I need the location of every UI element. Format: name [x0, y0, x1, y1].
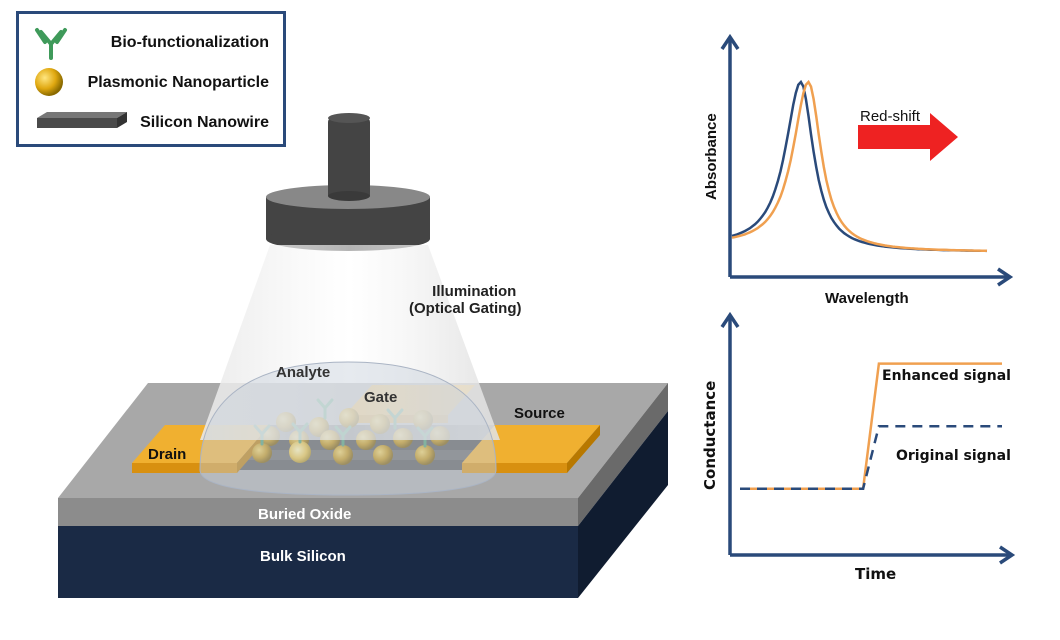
- drain-label: Drain: [148, 446, 187, 463]
- illumination-line2: (Optical Gating): [409, 300, 522, 317]
- analyte-droplet: [199, 361, 497, 496]
- arrow-icon: [858, 113, 958, 161]
- buried-oxide-layer: [58, 498, 578, 526]
- conductance-axes: [720, 311, 1016, 565]
- legend-label: Silicon Nanowire: [140, 114, 269, 131]
- x-axis-arrow-icon: [999, 545, 1016, 565]
- illumination-label: Illumination (Optical Gating): [409, 283, 522, 317]
- series-original: [740, 424, 1002, 490]
- absorbance-chart: Red-shift Wavelength Absorbance: [703, 33, 1014, 307]
- enhanced-signal-label: Enhanced signal: [882, 368, 1011, 384]
- bulk-silicon-label: Bulk Silicon: [260, 548, 346, 565]
- legend-box: Bio-functionalization Plasmonic Nanopart…: [16, 11, 286, 147]
- legend-item-nanoparticle: Plasmonic Nanoparticle: [19, 66, 283, 102]
- series-enhanced: [740, 362, 1002, 490]
- illumination-line1: Illumination: [432, 283, 517, 300]
- x-axis-arrow-icon: [997, 267, 1014, 287]
- conductance-chart: Enhanced signal Original signal Time Con…: [701, 311, 1016, 583]
- buried-oxide-label: Buried Oxide: [258, 506, 352, 523]
- legend-label: Plasmonic Nanoparticle: [87, 74, 269, 91]
- absorbance-axes: [720, 33, 1014, 287]
- legend-item-biofunctionalization: Bio-functionalization: [19, 26, 283, 62]
- y-axis-label: Absorbance: [703, 113, 720, 200]
- original-signal-label: Original signal: [896, 448, 1011, 464]
- nanowire-icon: [37, 112, 127, 128]
- x-axis-label: Time: [855, 565, 896, 583]
- antibody-icon: [35, 28, 67, 60]
- device-illustration: [58, 113, 668, 598]
- y-axis-label: Conductance: [701, 381, 719, 490]
- red-shift-arrow: [858, 113, 958, 161]
- y-axis-arrow-icon: [720, 33, 740, 50]
- light-source: [266, 113, 430, 251]
- legend-label: Bio-functionalization: [110, 34, 269, 51]
- light-beam: [200, 245, 500, 440]
- nanoparticle-icon: [35, 68, 63, 96]
- y-axis-arrow-icon: [720, 311, 740, 328]
- source-label: Source: [514, 405, 565, 422]
- gate-label: Gate: [364, 389, 398, 406]
- bulk-silicon-layer: [58, 526, 578, 598]
- legend-item-nanowire: Silicon Nanowire: [19, 106, 283, 142]
- x-axis-label: Wavelength: [825, 290, 909, 307]
- series-shifted: [731, 79, 988, 253]
- analyte-label: Analyte: [276, 364, 331, 381]
- red-shift-label: Red-shift: [860, 108, 921, 125]
